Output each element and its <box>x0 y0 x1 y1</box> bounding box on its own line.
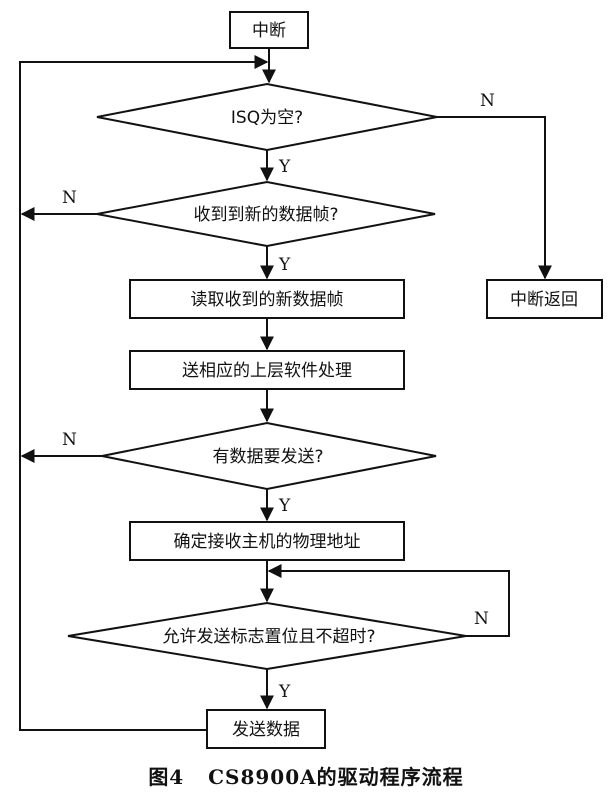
arrow-isq-no-to-return <box>437 116 552 280</box>
label-allow-yes: Y <box>278 682 291 702</box>
figure-caption: 图4 CS8900A的驱动程序流程 <box>148 765 463 789</box>
send-upper-label: 送相应的上层软件处理 <box>182 361 352 381</box>
interrupt-return-label: 中断返回 <box>510 290 578 310</box>
label-new-frame-no: N <box>62 188 77 208</box>
isq-empty-decision: ISQ为空? <box>96 82 438 152</box>
start-box: 中断 <box>229 11 309 49</box>
determine-address-box: 确定接收主机的物理地址 <box>129 521 405 561</box>
start-label: 中断 <box>252 21 286 41</box>
interrupt-return-box: 中断返回 <box>486 279 603 319</box>
loop-send-to-isq <box>19 55 269 731</box>
label-data-no: N <box>62 430 77 450</box>
determine-address-label: 确定接收主机的物理地址 <box>174 532 361 552</box>
allow-send-decision: 允许发送标志置位且不超时? <box>67 601 467 671</box>
label-new-frame-yes: Y <box>278 255 291 275</box>
label-isq-no: N <box>480 91 495 111</box>
arrow-allow-no-retry <box>267 564 510 637</box>
read-frame-label: 读取收到的新数据帧 <box>191 290 344 310</box>
new-frame-label: 收到到新的数据帧? <box>193 205 338 225</box>
read-frame-box: 读取收到的新数据帧 <box>129 279 405 319</box>
data-to-send-decision: 有数据要发送? <box>101 421 437 491</box>
label-data-yes: Y <box>278 496 291 516</box>
new-frame-decision: 收到到新的数据帧? <box>96 180 436 248</box>
isq-empty-label: ISQ为空? <box>231 108 303 128</box>
label-allow-no: N <box>474 609 489 629</box>
label-isq-yes: Y <box>278 157 291 177</box>
data-to-send-label: 有数据要发送? <box>212 447 323 467</box>
send-upper-box: 送相应的上层软件处理 <box>129 350 405 390</box>
allow-send-label: 允许发送标志置位且不超时? <box>162 627 375 647</box>
send-data-box: 发送数据 <box>206 709 326 749</box>
send-data-label: 发送数据 <box>232 720 300 740</box>
